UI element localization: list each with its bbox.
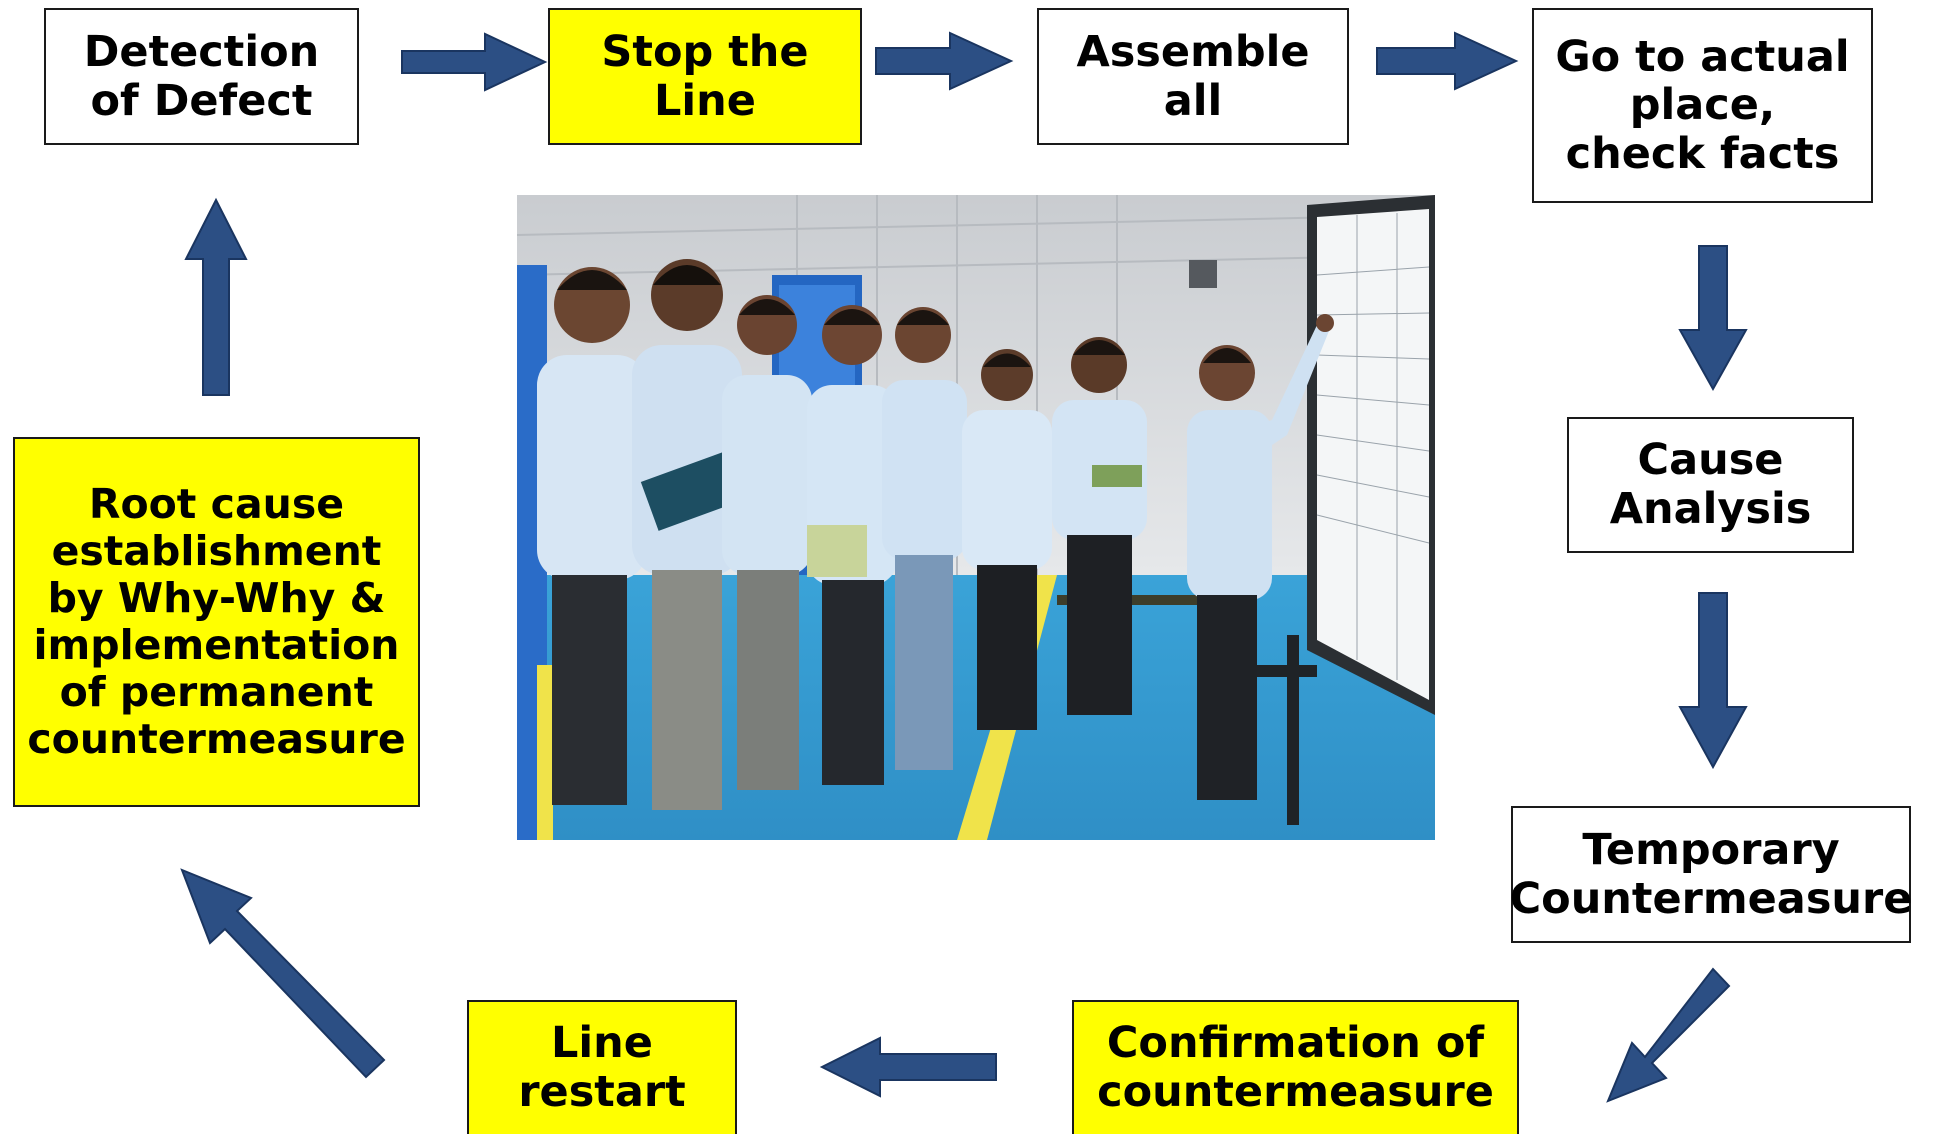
arrow-diagonal-down-left <box>1606 967 1731 1103</box>
step-cause-analysis: Cause Analysis <box>1567 417 1854 553</box>
step-stop-the-line: Stop the Line <box>548 8 862 145</box>
arrow-right-1 <box>401 32 548 92</box>
step-go-to-actual-place: Go to actual place, check facts <box>1532 8 1873 203</box>
arrow-up-left <box>184 197 248 396</box>
step-line-restart: Line restart <box>467 1000 737 1134</box>
arrow-right-2 <box>875 31 1014 91</box>
step-detection-of-defect: Detection of Defect <box>44 8 359 145</box>
arrow-right-3 <box>1376 31 1519 91</box>
team-at-whiteboard-photo <box>517 195 1435 840</box>
step-root-cause-establishment: Root cause establishment by Why-Why & im… <box>13 437 420 807</box>
arrow-left-bottom <box>819 1036 997 1098</box>
arrow-diagonal-up-left <box>180 868 386 1079</box>
step-confirmation-of-countermeasure: Confirmation of countermeasure <box>1072 1000 1519 1134</box>
arrow-down-2 <box>1678 592 1748 770</box>
arrow-down-1 <box>1678 245 1748 392</box>
step-assemble-all: Assemble all <box>1037 8 1349 145</box>
step-temporary-countermeasure: Temporary Countermeasure <box>1510 806 1912 943</box>
